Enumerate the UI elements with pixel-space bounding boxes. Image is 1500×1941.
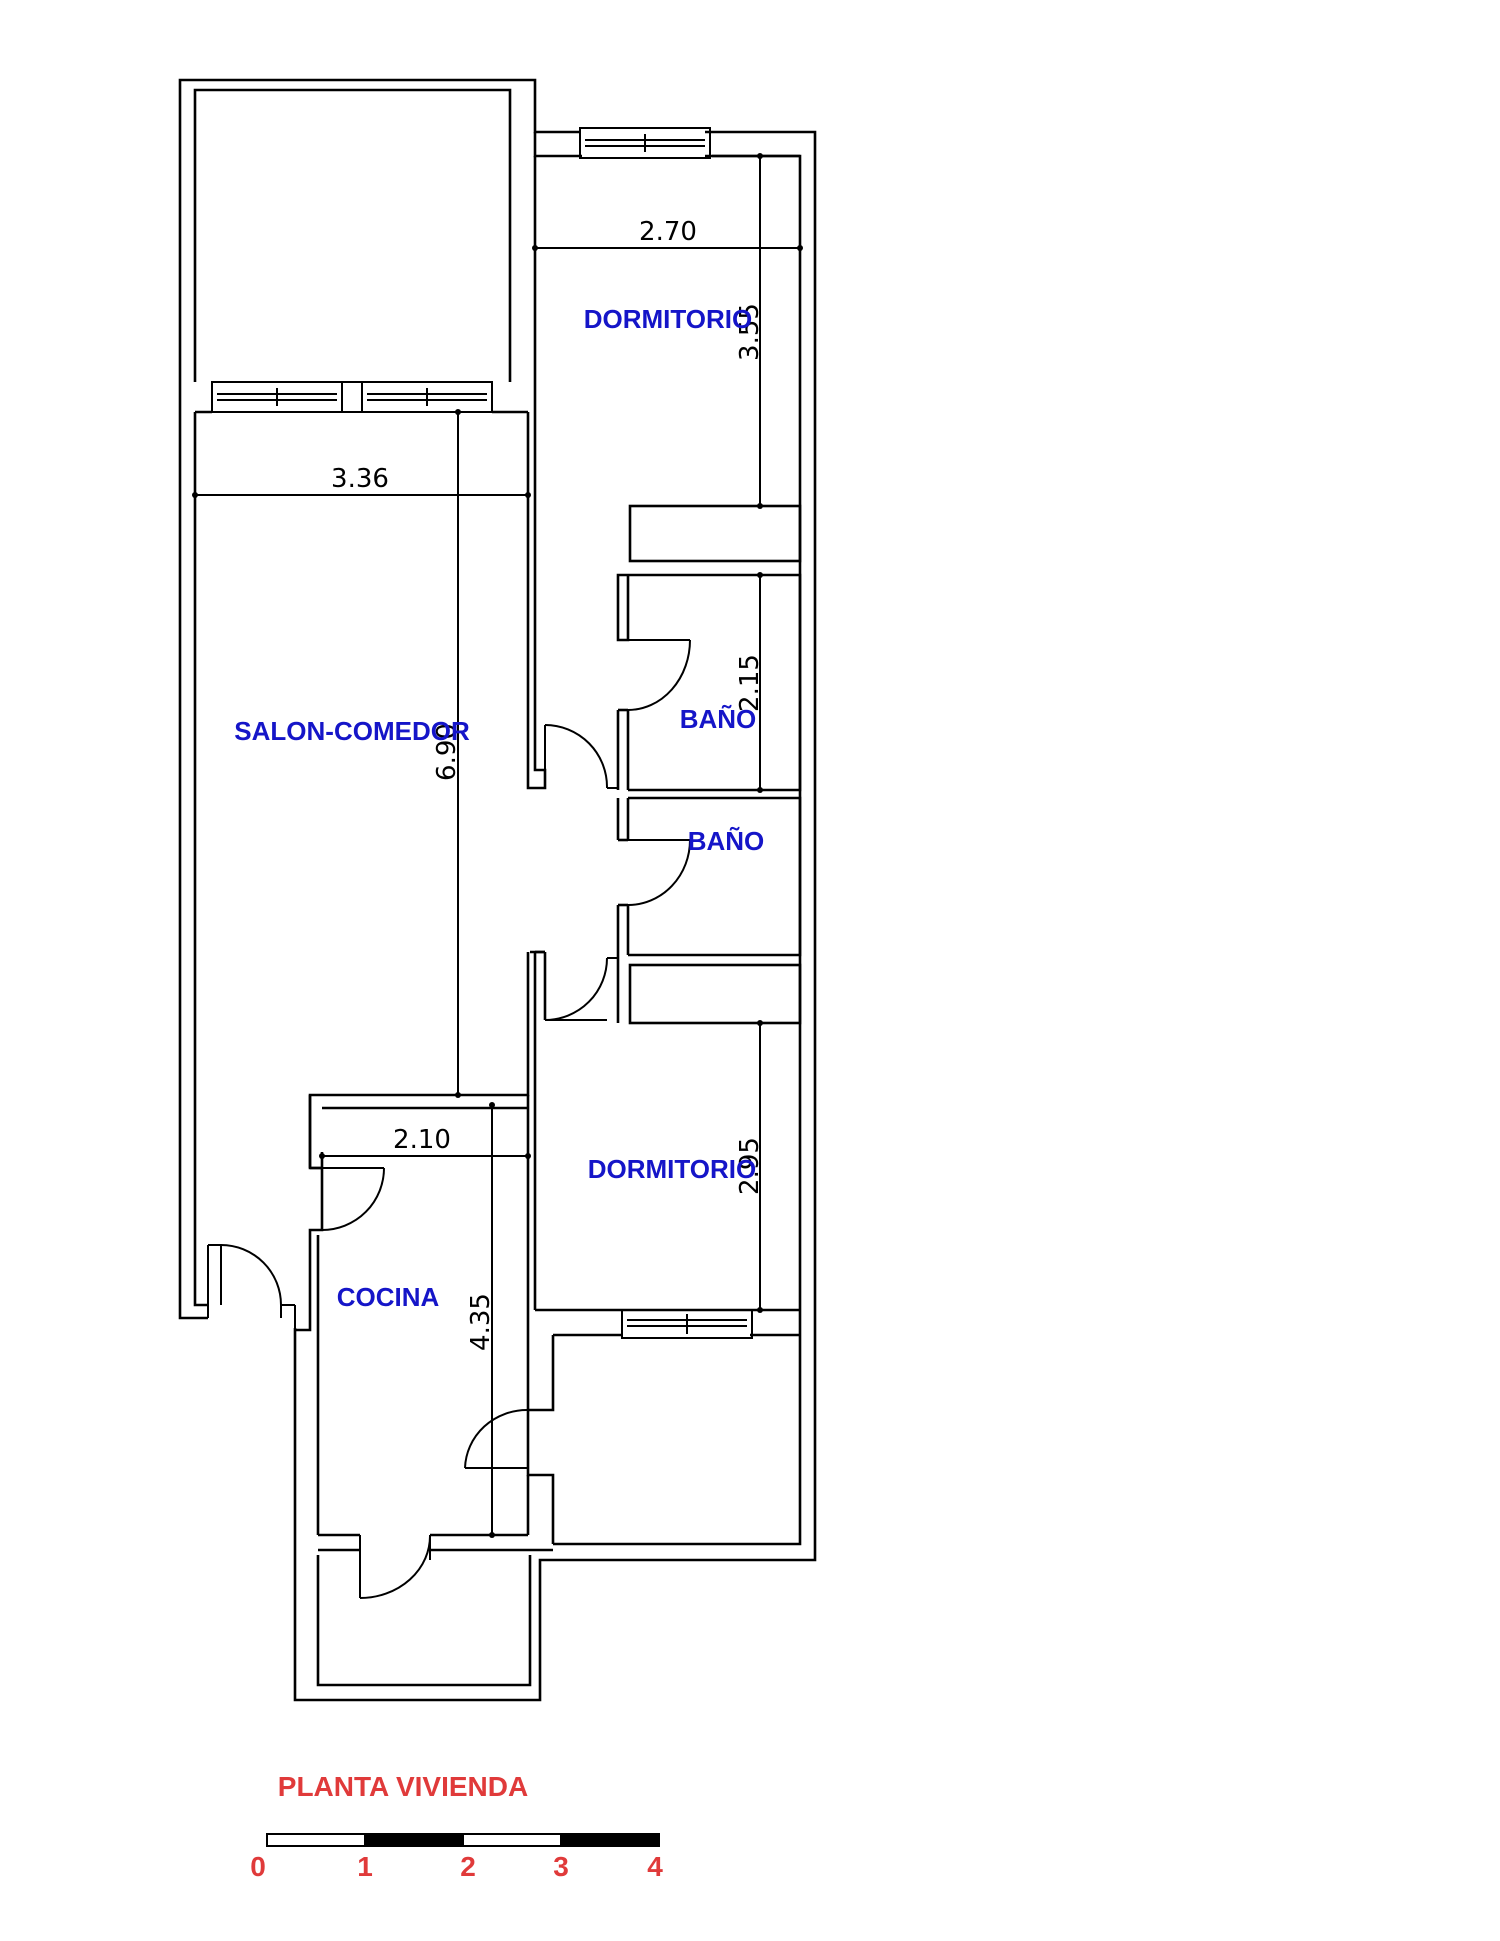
salon-left-outer (178, 382, 208, 1320)
room-label-salon-comedor: SALON-COMEDOR (234, 716, 470, 746)
closet-top (628, 504, 802, 563)
dorm-top-window-wall (533, 132, 582, 158)
door-dorm-bottom (544, 957, 618, 1021)
dim-salon-width: 3.36 (331, 464, 389, 494)
dim-dorm-top-height: 3.55 (735, 303, 765, 361)
scale-bar: 0 1 2 3 4 (250, 1833, 663, 1882)
door-cocina-top (321, 1167, 385, 1231)
room-label-dormitorio-bottom: DORMITORIO (588, 1154, 757, 1184)
window-dorm-bottom (621, 1309, 753, 1339)
room-label-bano-2: BAÑO (688, 826, 765, 856)
door-salon-corridor (544, 724, 618, 789)
dim-salon-height: 6.90 (432, 723, 462, 781)
room-label-dormitorio-top: DORMITORIO (584, 304, 753, 334)
small-room-left-wall (526, 1335, 555, 1544)
dim-dorm-bottom-height: 2.95 (735, 1137, 765, 1195)
scale-label-3: 3 (553, 1851, 569, 1882)
window-salon-right (361, 381, 493, 413)
closet-bottom (628, 963, 802, 1025)
room-label-bano-1: BAÑO (680, 704, 757, 734)
window-mullion (341, 381, 363, 413)
terrace-inner-wall (193, 88, 512, 382)
scale-label-4: 4 (647, 1851, 663, 1882)
bano-1-inner-wall (616, 573, 630, 642)
corridor-lower-wall (530, 950, 545, 1310)
dorm-top-closet (759, 155, 801, 507)
dim-dorm-top-width: 2.70 (639, 217, 697, 247)
storage-room-wall (316, 1555, 532, 1687)
dim-cocina-width: 2.10 (393, 1125, 451, 1155)
scale-segment-2 (462, 1833, 562, 1847)
door-cocina-entrance (207, 1244, 296, 1330)
terrace-outer-wall (178, 78, 580, 382)
dim-bano-height: 2.15 (735, 654, 765, 712)
bano-2-wall (628, 796, 802, 957)
windows (211, 127, 753, 1339)
plan-title: PLANTA VIVIENDA (278, 1771, 528, 1802)
door-bano-1 (627, 639, 691, 711)
window-salon-left (211, 381, 343, 413)
scale-label-2: 2 (460, 1851, 476, 1882)
scale-segment-3 (560, 1833, 660, 1847)
room-label-cocina: COCINA (337, 1282, 440, 1312)
salon-right-wall (526, 156, 547, 790)
scale-segment-1 (364, 1833, 464, 1847)
scale-segment-0 (266, 1833, 366, 1847)
door-bano-2 (627, 839, 691, 906)
dimension-lines (192, 153, 803, 1538)
right-outer-wall (293, 130, 817, 1702)
salon-left-inner (193, 412, 208, 1307)
dim-cocina-height: 4.35 (466, 1293, 496, 1351)
door-small-room (464, 1408, 529, 1469)
window-dorm-top (579, 127, 711, 159)
scale-label-1: 1 (357, 1851, 373, 1882)
dorm-bottom-closet (759, 1022, 801, 1311)
door-storage (359, 1534, 432, 1599)
bano-1-wall (628, 573, 802, 792)
doors (207, 639, 691, 1599)
bano-closet (759, 574, 801, 791)
scale-label-0: 0 (250, 1851, 266, 1882)
